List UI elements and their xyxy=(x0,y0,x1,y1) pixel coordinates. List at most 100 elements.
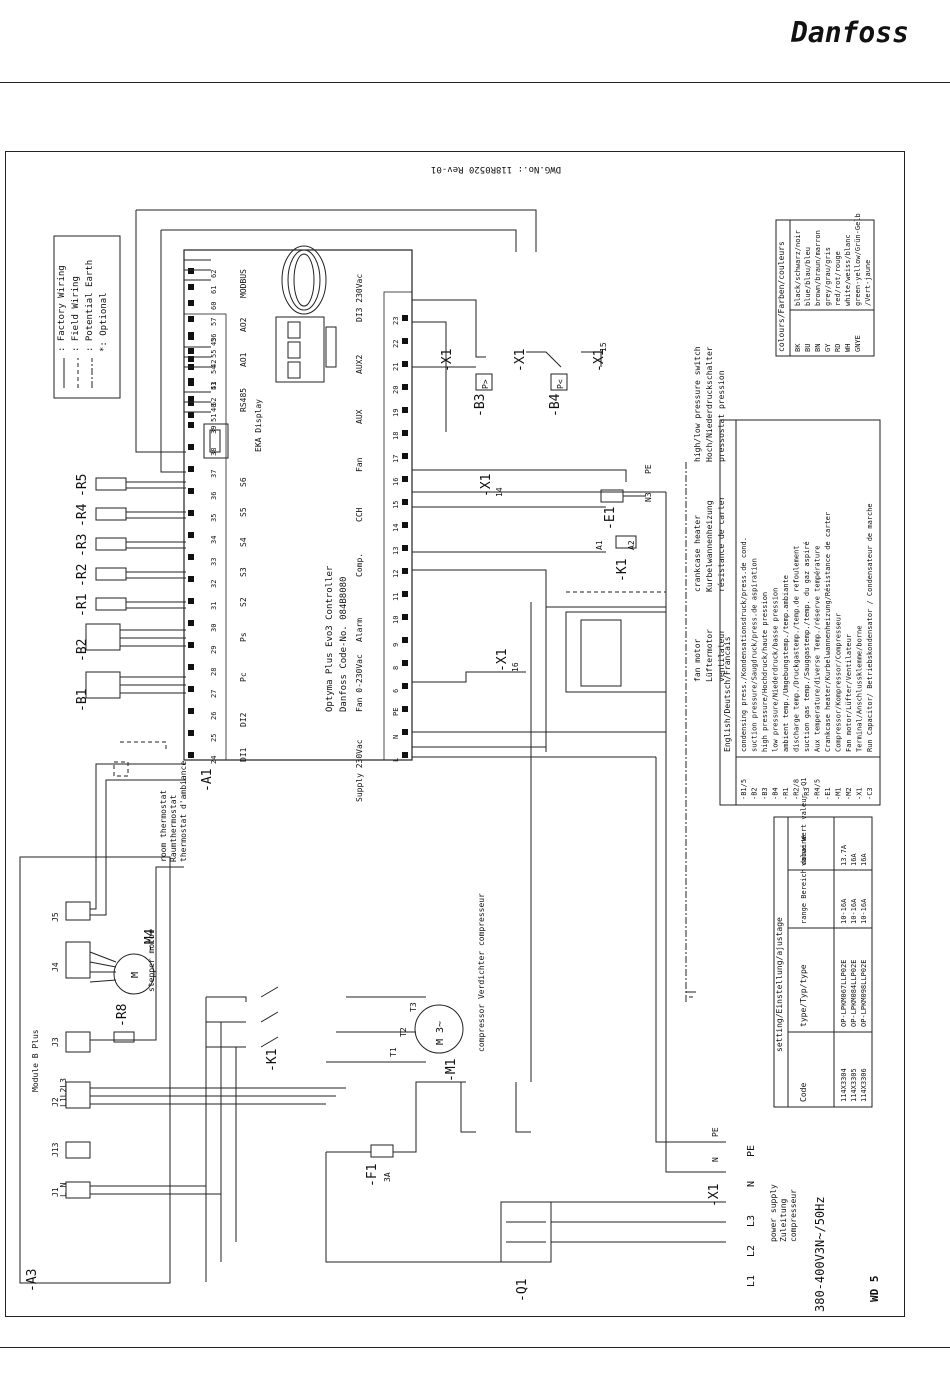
settings-value: 13.7A xyxy=(840,844,848,866)
input-s4: S4 xyxy=(239,537,248,547)
settings-range: 10-16A xyxy=(840,898,848,924)
phase-l2: L2 xyxy=(746,1245,757,1257)
terminal-pin-right xyxy=(402,545,408,551)
terminal-pin-left xyxy=(188,510,194,516)
description-tag: -R2/8 xyxy=(793,779,801,800)
description-tag: -E1 xyxy=(824,787,832,800)
settings-code: 114X3304 xyxy=(840,1068,848,1102)
aux-label: AUX xyxy=(355,409,364,424)
terminal-num-right: 19 xyxy=(392,409,400,417)
x1-15-num: 15 xyxy=(599,342,608,352)
description-tag: -R1 xyxy=(782,787,790,800)
x1-14: -X1 xyxy=(479,474,494,497)
controller-code: Danfoss Code-No. 084B8080 xyxy=(339,577,349,712)
wiring-legend: : Factory Wiring : Field Wiring : Potent… xyxy=(53,235,121,399)
power-supply-en: power supply xyxy=(769,1184,778,1242)
comp-label: Comp. xyxy=(355,553,364,577)
room-thermostat-en: room thermostat xyxy=(159,790,168,862)
compressor-t1: T1 xyxy=(389,1047,398,1057)
terminal-pin-right xyxy=(402,729,408,735)
ao2-label: AO2 xyxy=(239,317,248,332)
colour-code: GY xyxy=(824,343,832,352)
terminal-num-right: 9 xyxy=(392,643,400,647)
danfoss-logo: Danfoss xyxy=(790,16,909,49)
cch-label: CCH xyxy=(355,507,364,522)
terminal-pin-top xyxy=(188,316,194,322)
terminal-num-top: 52 xyxy=(210,398,218,406)
input-s3: S3 xyxy=(239,567,248,577)
terminal-pin-right xyxy=(402,430,408,436)
description-text: Aux temperature/diverse Temp./réserve te… xyxy=(814,545,822,752)
description-tag: -B3 xyxy=(761,787,769,800)
description-text: condensing press./Kondensationsdruck/pre… xyxy=(740,537,748,752)
description-text: discharge temp./Druckgastemp./temp.de re… xyxy=(793,545,801,752)
sensor-b2: -B2 xyxy=(75,639,90,662)
connector-j5: J5 xyxy=(51,912,60,922)
terminal-num-right: 21 xyxy=(392,363,400,371)
terminal-pin-top xyxy=(188,348,194,354)
logo-text: Danfoss xyxy=(790,16,909,49)
connector-j2-pins: L1L2L3 xyxy=(59,1078,68,1107)
phase-l3: L3 xyxy=(746,1215,757,1227)
description-table: English/Deutsch/Francais xyxy=(719,419,881,806)
terminal-pin-top xyxy=(188,380,194,386)
terminal-num-right: 11 xyxy=(392,593,400,601)
settings-value: 16A xyxy=(860,853,868,866)
contactor-k1: -K1 xyxy=(265,1049,280,1072)
connector-j4: J4 xyxy=(51,962,60,972)
compressor-label: compressor Verdichter compresseur xyxy=(477,893,486,1052)
terminal-num-right: 10 xyxy=(392,616,400,624)
note-fan-de: Lüftermotor xyxy=(705,629,714,682)
fuse-rating: 3A xyxy=(383,1172,392,1182)
terminal-num-left: 32 xyxy=(210,580,218,588)
settings-value: 16A xyxy=(850,853,858,866)
settings-header-value: value Wert valeur -Q1 xyxy=(800,777,808,866)
di3-label: DI3 230Vac xyxy=(355,274,364,322)
settings-type: OP-LPKM084LLP02E xyxy=(850,960,858,1027)
note-hilo-en: high/low pressure switch xyxy=(693,346,702,462)
x1-n: -X1 xyxy=(707,1184,722,1207)
alarm-label: Alarm xyxy=(355,618,364,642)
description-table-title: English/Deutsch/Francais xyxy=(723,636,732,752)
power-supply-spec: 380-400V3N~/50Hz xyxy=(813,1196,827,1312)
terminal-num-right: 18 xyxy=(392,432,400,440)
description-text: Run Capacitor/ Betriebskondensator / Con… xyxy=(866,503,874,752)
colour-name: /Vert-jaune xyxy=(864,260,872,306)
description-text: suction pressure/Saugdruck/press.de aspi… xyxy=(751,558,759,752)
compressor-tag: -M1 xyxy=(444,1059,459,1082)
terminal-pin-left xyxy=(188,730,194,736)
sensor-b1: -B1 xyxy=(75,689,90,712)
terminal-num-left: 34 xyxy=(210,536,218,544)
terminal-num-left: 25 xyxy=(210,734,218,742)
sensor-r8: -R8 xyxy=(115,1004,130,1027)
description-tag: -M2 xyxy=(845,787,853,800)
x1-pe-label: PE xyxy=(711,1127,720,1137)
terminal-pin-right xyxy=(402,338,408,344)
input-s2: S2 xyxy=(239,597,248,607)
legend-factory: : Factory Wiring xyxy=(57,265,67,352)
terminal-num-top: 62 xyxy=(210,270,218,278)
terminal-pin-right xyxy=(402,752,408,758)
description-tag: -M1 xyxy=(835,787,843,800)
terminal-num-left: 43 xyxy=(210,338,218,346)
controller-tag: -A1 xyxy=(200,769,215,792)
input-di2: DI2 xyxy=(239,712,248,727)
terminal-num-left: 31 xyxy=(210,602,218,610)
description-tag: -R3 xyxy=(803,787,811,800)
schematic-svg: DWG.No.: 118R0520 Rev-01 WD 5 : Factory … xyxy=(19,164,881,1312)
description-text: Terminal/Anschlussklemme/borne xyxy=(856,626,864,752)
terminal-pin-right xyxy=(402,683,408,689)
terminal-num-right: N xyxy=(392,735,400,739)
terminal-pin-top xyxy=(188,412,194,418)
description-text: ambient temp./Umgebungstemp./temp.ambian… xyxy=(782,575,790,752)
description-text: low pressure/Niederdruck/basse pression xyxy=(772,588,780,752)
description-text: high pressure/Hochdruck/haute pression xyxy=(761,592,769,752)
terminal-num-top: 51 xyxy=(210,414,218,422)
footer-rule xyxy=(0,1347,950,1348)
terminal-pin-right xyxy=(402,614,408,620)
description-tag: -B4 xyxy=(772,787,780,800)
compressor-symbol: M 3~ xyxy=(435,1021,446,1045)
terminal-pin-right xyxy=(402,568,408,574)
